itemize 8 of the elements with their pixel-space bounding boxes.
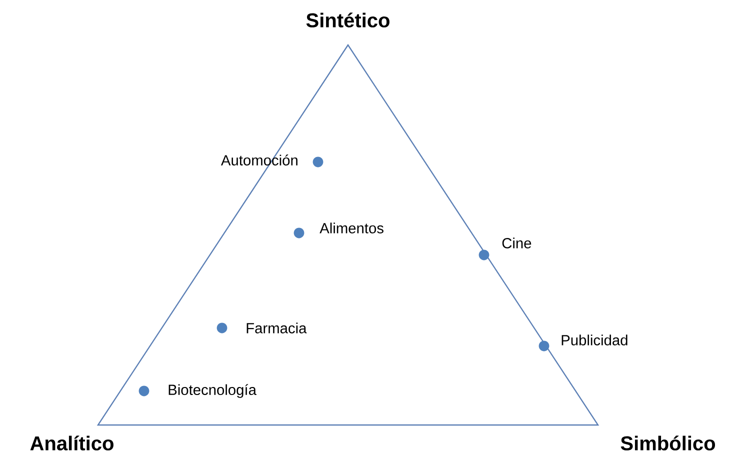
point-label: Biotecnología — [168, 384, 256, 398]
vertex-label: Analítico — [30, 436, 114, 450]
point-label: Cine — [502, 238, 532, 248]
point-label: Alimentos — [320, 222, 384, 234]
vertex-label: Simbólico — [620, 436, 716, 450]
point-label: Publicidad — [562, 334, 628, 346]
vertex-label: Sintético — [306, 12, 390, 28]
point-label: Farmacia — [246, 322, 307, 334]
